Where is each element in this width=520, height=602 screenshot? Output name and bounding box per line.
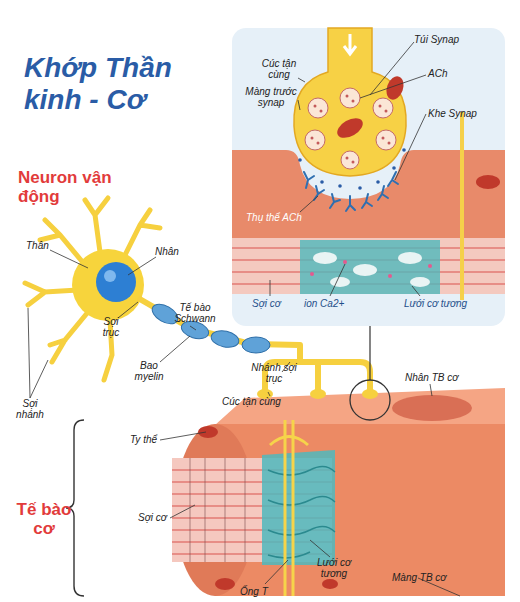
inset-frame	[232, 28, 505, 326]
synaptic-vesicles	[305, 88, 396, 169]
muscle-nucleus	[392, 395, 472, 421]
leader-lines	[28, 42, 460, 596]
part-label: Thụ thể ACh	[246, 212, 302, 223]
part-label: Cúc tận cùng	[256, 58, 302, 80]
inset-fibers	[232, 238, 505, 294]
fiber-bands	[190, 458, 245, 562]
section-heading: Tế bào cơ	[14, 500, 74, 538]
dendrites	[25, 198, 160, 380]
sr-holes	[313, 252, 430, 287]
part-label: Nhánh sợi trục	[244, 362, 304, 384]
part-label: ACh	[428, 68, 447, 79]
terminal-mitochondria	[334, 74, 407, 142]
part-label: Khe Synap	[428, 108, 477, 119]
part-label: Nhân TB cơ	[405, 372, 458, 383]
part-label: Thân	[26, 240, 49, 251]
mitochondrion	[215, 578, 235, 590]
part-label: Cúc tận cùng	[222, 396, 312, 407]
t-tubule-top	[270, 437, 308, 446]
sarcoplasmic-reticulum	[262, 450, 335, 565]
vesicle-dots	[311, 95, 391, 164]
part-label: ion Ca2+	[304, 298, 344, 309]
part-label: Sợi cơ	[252, 298, 281, 309]
zoom-line	[369, 326, 370, 380]
part-label: Ống T	[240, 586, 268, 597]
part-label: Lưới cơ tương	[312, 557, 356, 579]
axon-terminal	[294, 28, 406, 176]
t-tubule	[460, 112, 464, 300]
diagram-title: Khớp Thần kinh - Cơ	[24, 52, 224, 116]
calcium-ions	[310, 260, 432, 278]
part-label: Ty thể	[130, 434, 157, 445]
mitochondrion	[322, 579, 338, 589]
zoom-circle	[350, 380, 390, 420]
part-label: Nhân	[155, 246, 179, 257]
part-label: Bao myelin	[130, 360, 168, 382]
inset-sr	[300, 240, 440, 294]
t-tubule	[285, 420, 293, 596]
inset	[232, 28, 505, 326]
part-label: Sợi trục	[96, 316, 126, 338]
part-label: Màng trước synap	[240, 86, 302, 108]
nucleus-highlight	[104, 270, 116, 282]
part-label: Màng TB cơ	[392, 572, 446, 583]
part-label: Tế bào Schwann	[170, 302, 220, 324]
signal-arrow	[344, 34, 356, 54]
part-label: Sợi cơ	[138, 512, 167, 523]
sr-network	[268, 466, 335, 557]
ach-receptors	[304, 172, 398, 211]
cell-body	[72, 249, 144, 321]
part-label: Lưới cơ tương	[404, 298, 467, 309]
neuron-nucleus	[96, 262, 136, 302]
ach-molecules	[298, 148, 406, 190]
mitochondrion	[476, 175, 500, 189]
section-heading: Neuron vận động	[18, 168, 130, 206]
part-label: Sợi nhánh	[12, 398, 48, 420]
mitochondrion	[198, 426, 218, 438]
part-label: Túi Synap	[414, 34, 459, 45]
muscle-top	[215, 388, 505, 425]
muscle-cell	[172, 388, 505, 596]
